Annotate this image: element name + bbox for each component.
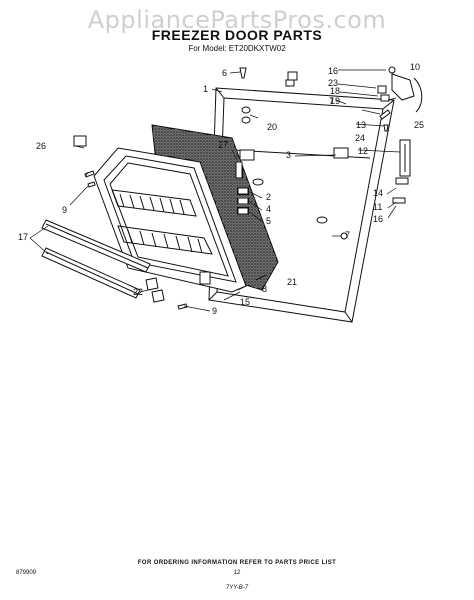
callout-21: 21 — [287, 277, 298, 287]
callout-18: 18 — [330, 86, 341, 96]
callout-17: 17 — [18, 232, 29, 242]
callout-25: 25 — [414, 120, 425, 130]
callout-12: 12 — [358, 146, 369, 156]
callout-7-bottom: 7 — [345, 230, 351, 240]
callout-4: 4 — [266, 204, 272, 214]
callout-8: 8 — [262, 284, 268, 294]
page-title: FREEZER DOOR PARTS — [151, 27, 323, 43]
callout-13: 13 — [356, 120, 367, 130]
hinge-assembly — [391, 73, 423, 204]
fasteners — [73, 66, 396, 310]
callout-24: 24 — [355, 133, 366, 143]
page-number: 12 — [233, 570, 241, 576]
callout-11: 11 — [373, 202, 383, 212]
handwritten-note: 7YY-B-7 — [225, 585, 249, 591]
callout-14: 14 — [373, 188, 384, 198]
callout-27: 27 — [218, 140, 229, 150]
watermark: AppliancePartsPros.com — [87, 6, 387, 34]
callout-2: 2 — [266, 192, 272, 202]
ordering-note: FOR ORDERING INFORMATION REFER TO PARTS … — [137, 560, 337, 566]
callout-20: 20 — [267, 122, 278, 132]
callout-3: 3 — [286, 150, 292, 160]
callout-16-bottom: 16 — [373, 214, 384, 224]
callout-6: 6 — [222, 68, 228, 78]
callout-10: 10 — [410, 62, 421, 72]
callout-5: 5 — [266, 216, 272, 226]
callout-7-top: 7 — [329, 96, 335, 106]
callout-26: 26 — [36, 141, 47, 151]
callout-23: 23 — [328, 78, 339, 88]
callout-22: 22 — [133, 287, 144, 297]
leader-lines — [29, 69, 401, 312]
callout-16-top: 16 — [328, 66, 339, 76]
callout-9-bottom: 9 — [212, 306, 218, 316]
shelf-bars — [41, 219, 151, 299]
callout-1: 1 — [203, 84, 209, 94]
callout-15: 15 — [240, 297, 251, 307]
door-shelves — [111, 189, 213, 255]
callout-9-left: 9 — [62, 205, 68, 215]
callout-19: 19 — [330, 96, 341, 106]
document-code: 879909 — [16, 570, 37, 576]
model-number: For Model: ET20DKXTW02 — [188, 44, 286, 53]
